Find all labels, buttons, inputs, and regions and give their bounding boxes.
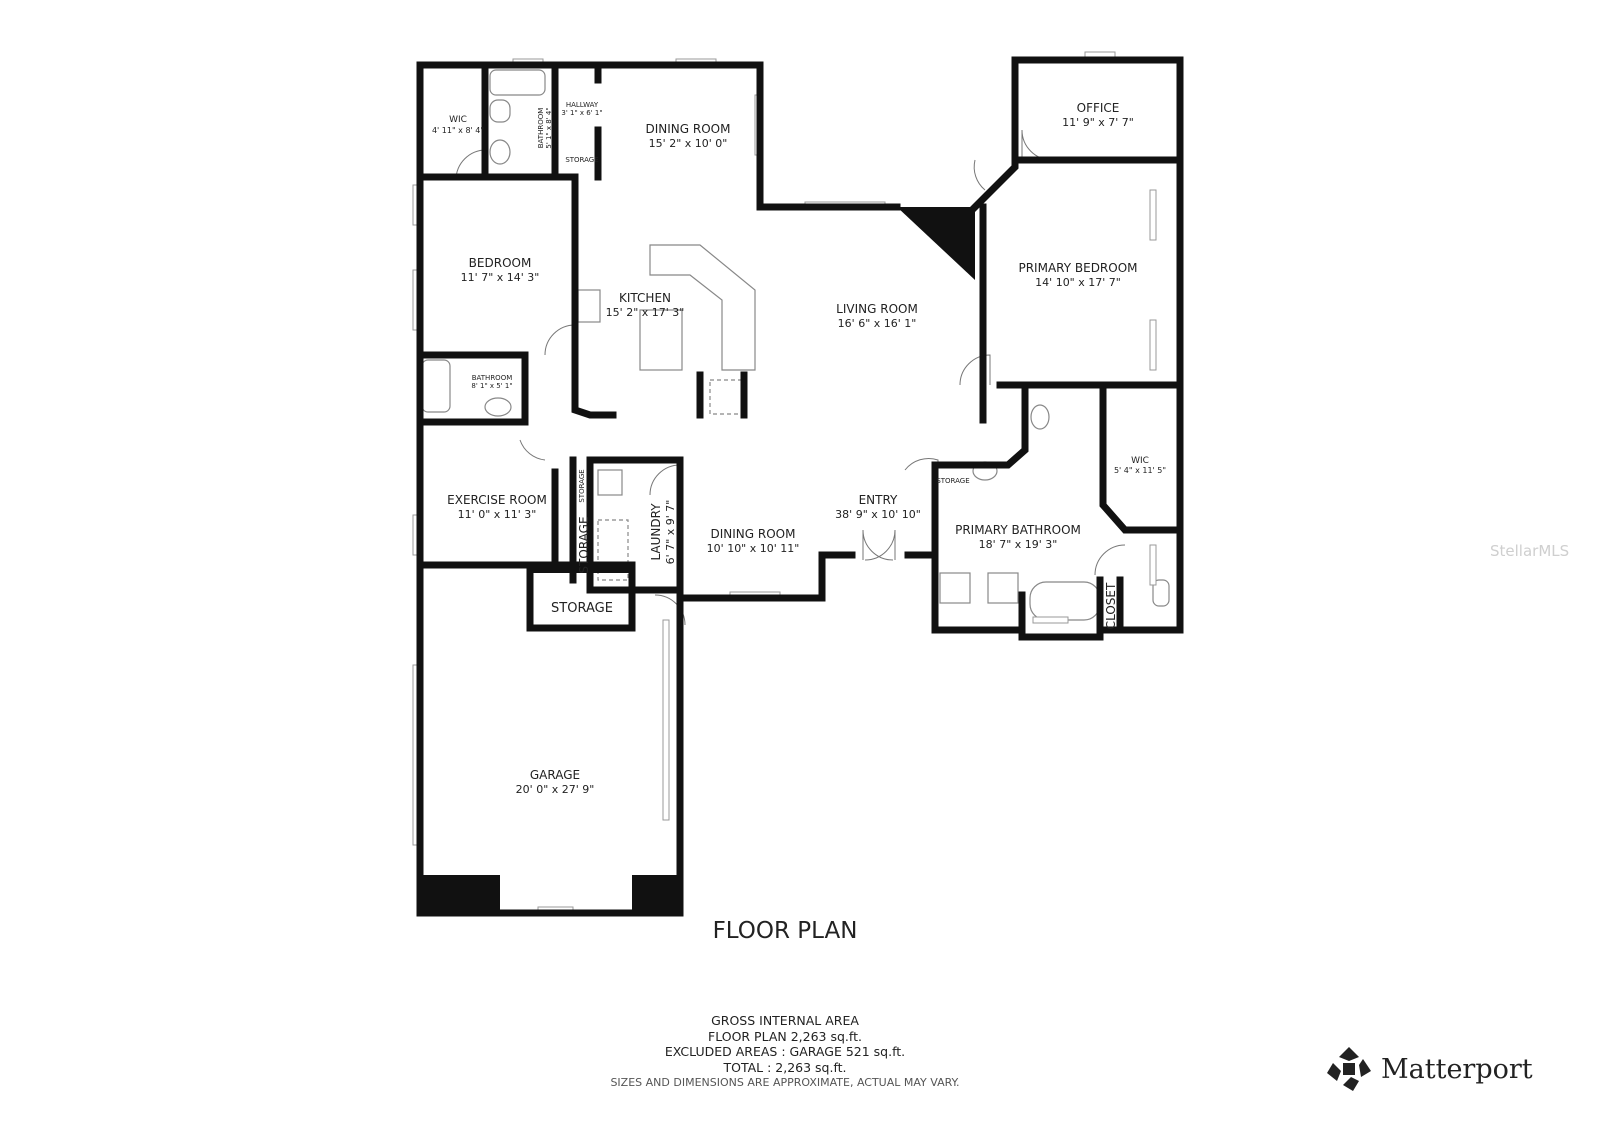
room-dim: 5' 1" x 8' 4"	[545, 107, 553, 148]
area-total: TOTAL : 2,263 sq.ft.	[723, 1059, 847, 1075]
watermark: StellarMLS	[1490, 542, 1570, 560]
room-name: WIC	[449, 115, 467, 125]
garage-pillar-right	[632, 875, 680, 913]
room-dim: 15' 2" x 17' 3"	[606, 306, 685, 319]
room-name: EXERCISE ROOM	[447, 493, 547, 507]
room-name: KITCHEN	[619, 291, 671, 305]
room-name: DINING ROOM	[711, 527, 796, 541]
room-name: STORAGE	[936, 477, 969, 485]
room-dim: 18' 7" x 19' 3"	[979, 538, 1058, 551]
room-name: CLOSET	[1104, 582, 1118, 629]
room-name: OFFICE	[1077, 101, 1120, 115]
room-dim: 6' 7" x 9' 7"	[664, 500, 677, 565]
room-name: PRIMARY BEDROOM	[1018, 261, 1137, 275]
plan-title: FLOOR PLAN	[712, 918, 858, 944]
wall-block	[530, 565, 632, 573]
room-dim: 15' 2" x 10' 0"	[649, 137, 728, 150]
room-name: LAUNDRY	[649, 503, 663, 561]
room-dim: 3' 1" x 6' 1"	[561, 109, 602, 117]
walls	[416, 56, 1184, 917]
logo-text: Matterport	[1381, 1053, 1533, 1085]
room-name: DINING ROOM	[646, 122, 731, 136]
room-dim: 38' 9" x 10' 10"	[835, 508, 921, 521]
room-name: PRIMARY BATHROOM	[955, 523, 1081, 537]
area-disclaimer: SIZES AND DIMENSIONS ARE APPROXIMATE, AC…	[610, 1076, 960, 1089]
room-name: BATHROOM	[537, 108, 545, 149]
room-dim: 5' 4" x 11' 5"	[1114, 466, 1166, 475]
room-dim: 10' 10" x 10' 11"	[707, 542, 800, 555]
room-name: STORAGE	[565, 156, 598, 164]
room-dim: 20' 0" x 27' 9"	[516, 783, 595, 796]
room-name: BEDROOM	[469, 256, 532, 270]
area-summary: GROSS INTERNAL AREA FLOOR PLAN 2,263 sq.…	[0, 1013, 1570, 1091]
room-name: ENTRY	[859, 493, 898, 507]
room-name: STORAGE	[577, 516, 591, 573]
room-dim: 14' 10" x 17' 7"	[1035, 276, 1121, 289]
room-dim: 4' 11" x 8' 4"	[432, 126, 484, 135]
room-name: STORAGE	[578, 469, 586, 502]
room-dim: 11' 0" x 11' 3"	[458, 508, 537, 521]
room-dim: 8' 1" x 5' 1"	[471, 382, 512, 390]
room-name: LIVING ROOM	[836, 302, 918, 316]
room-name: HALLWAY	[566, 101, 599, 109]
area-excluded: EXCLUDED AREAS : GARAGE 521 sq.ft.	[664, 1044, 906, 1059]
room-name: BATHROOM	[472, 374, 513, 382]
room-dim: 11' 9" x 7' 7"	[1062, 116, 1134, 129]
matterport-logo-icon	[1327, 1047, 1371, 1091]
room-dim: 11' 7" x 14' 3"	[461, 271, 540, 284]
room-labels: WIC 4' 11" x 8' 4" BATHROOM 5' 1" x 8' 4…	[432, 101, 1166, 796]
area-floor-plan: FLOOR PLAN 2,263 sq.ft.	[708, 1028, 862, 1044]
area-heading: GROSS INTERNAL AREA	[711, 1013, 859, 1028]
garage-pillar-left	[420, 875, 500, 913]
room-dim: 16' 6" x 16' 1"	[838, 317, 917, 330]
matterport-logo: Matterport	[1325, 1045, 1533, 1093]
room-name: STORAGE	[551, 601, 613, 616]
corner-fill	[897, 207, 975, 280]
room-name: GARAGE	[530, 768, 580, 782]
room-name: WIC	[1131, 456, 1149, 466]
